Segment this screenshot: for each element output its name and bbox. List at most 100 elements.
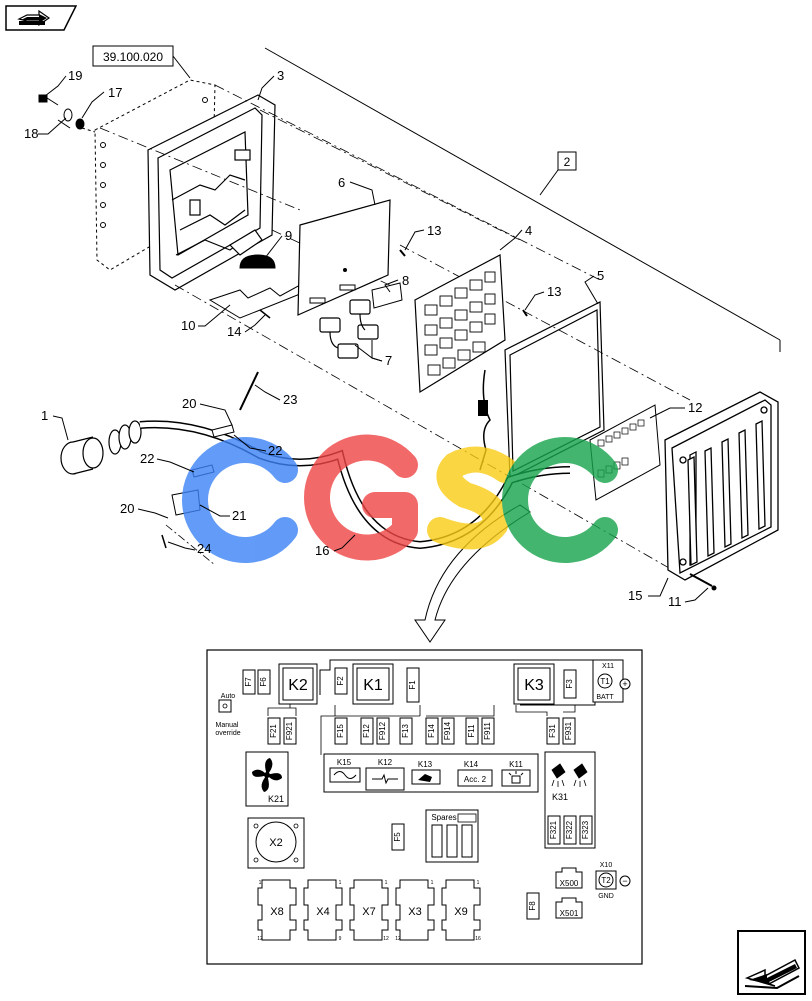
callout-13b: 13 <box>547 284 561 299</box>
svg-text:K12: K12 <box>378 758 393 767</box>
connector-x501[interactable]: X501 <box>555 897 583 919</box>
fuse-f7[interactable]: F7 <box>242 669 256 695</box>
fuse-f931[interactable]: F931 <box>562 717 576 745</box>
fuse-f2[interactable]: F2 <box>334 667 348 695</box>
assembly-box[interactable]: 2 <box>557 151 577 171</box>
fuse-f911[interactable]: F911 <box>481 717 495 745</box>
svg-text:F21: F21 <box>269 724 278 738</box>
callout-6: 6 <box>338 175 345 190</box>
connector-x8[interactable]: X8 1 12 <box>257 879 297 942</box>
rod-23 <box>239 371 259 411</box>
fuse-f5[interactable]: F5 <box>391 823 405 851</box>
relay-k2[interactable]: K2 <box>278 663 318 705</box>
svg-text:X11: X11 <box>602 663 614 670</box>
svg-text:39.100.020: 39.100.020 <box>103 50 163 64</box>
svg-text:Spares: Spares <box>431 813 456 822</box>
connector-x7[interactable]: X7 1 12 <box>349 879 389 942</box>
svg-text:F921: F921 <box>285 721 294 740</box>
fuse-f6[interactable]: F6 <box>257 669 271 695</box>
svg-text:1: 1 <box>477 880 480 886</box>
svg-text:−: − <box>622 876 627 886</box>
fuse-f12[interactable]: F12 <box>360 717 374 745</box>
relay-k3[interactable]: K3 <box>513 663 555 705</box>
svg-text:X4: X4 <box>316 906 329 918</box>
fuse-f8[interactable]: F8 <box>526 892 540 920</box>
gasket-5 <box>504 301 605 479</box>
auto-label: Auto <box>221 693 236 700</box>
svg-text:F6: F6 <box>259 677 268 687</box>
callout-11: 11 <box>668 594 682 609</box>
connector-x500[interactable]: X500 <box>555 867 583 889</box>
terminal-x10[interactable]: X10 T2 GND <box>595 862 617 900</box>
spares-holder[interactable]: Spares <box>425 809 479 863</box>
relay-k1[interactable]: K1 <box>352 663 394 705</box>
fuse-f15[interactable]: F15 <box>334 717 348 745</box>
front-cover-15 <box>664 391 779 581</box>
arrow-right-icon <box>5 5 78 31</box>
prev-page-button[interactable] <box>5 5 78 31</box>
callout-1: 1 <box>41 408 48 423</box>
svg-text:1: 1 <box>431 880 434 886</box>
callout-7: 7 <box>385 353 392 368</box>
relay-k15[interactable]: K15 <box>329 758 361 783</box>
reference-box[interactable]: 39.100.020 <box>92 45 174 67</box>
svg-text:F14: F14 <box>427 724 436 738</box>
connector-x9[interactable]: X9 1 16 <box>441 879 481 942</box>
svg-text:F914: F914 <box>443 721 452 740</box>
fuse-f921[interactable]: F921 <box>283 717 297 745</box>
connector-x2[interactable]: X2 <box>247 817 305 869</box>
svg-text:16: 16 <box>475 936 481 942</box>
callout-16: 16 <box>315 543 329 558</box>
relay-k14[interactable]: K14 Acc. 2 <box>457 760 493 787</box>
connector-x3[interactable]: X3 1 12 <box>395 879 435 942</box>
relay-k12[interactable]: K12 <box>365 758 405 791</box>
relay-k21[interactable]: K21 <box>245 751 289 807</box>
fuse-f912[interactable]: F912 <box>376 717 390 745</box>
fuse-f31[interactable]: F31 <box>546 717 560 745</box>
mounting-plate <box>94 79 216 271</box>
fuse-f914[interactable]: F914 <box>441 717 455 745</box>
fuse-f323[interactable]: F323 <box>579 815 593 845</box>
svg-text:K2: K2 <box>288 677 308 694</box>
horn-icon <box>333 771 357 779</box>
svg-text:K31: K31 <box>552 792 568 802</box>
svg-text:+: + <box>622 679 627 689</box>
relay-k13[interactable]: K13 <box>411 760 441 785</box>
next-page-button[interactable] <box>737 930 807 996</box>
manual-label: Manual <box>216 722 239 729</box>
fuse-f1[interactable]: F1 <box>406 667 420 703</box>
callout-22a: 22 <box>268 443 282 458</box>
work-light-icon <box>551 763 588 787</box>
fuse-f21[interactable]: F21 <box>267 717 281 745</box>
terminal-x11[interactable]: X11 T1 BATT <box>592 659 624 703</box>
enclosure-housing <box>147 94 276 291</box>
clip-bracket <box>208 284 306 319</box>
callout-19: 19 <box>68 68 82 83</box>
svg-text:1: 1 <box>259 880 262 886</box>
svg-text:F5: F5 <box>393 832 402 842</box>
fuse-f11[interactable]: F11 <box>465 717 479 745</box>
svg-text:2: 2 <box>564 155 571 169</box>
callout-5: 5 <box>597 268 604 283</box>
fuse-f322[interactable]: F322 <box>563 815 577 845</box>
override-switch[interactable] <box>218 699 232 713</box>
fuse-f13[interactable]: F13 <box>399 717 413 745</box>
relay-k11[interactable]: K11 <box>501 760 531 787</box>
fuse-f3[interactable]: F3 <box>563 669 577 699</box>
fuse-f14[interactable]: F14 <box>425 717 439 745</box>
callout-labels: 19 17 18 3 6 13 4 9 8 13 5 10 14 7 23 12… <box>24 68 702 609</box>
fuse-f321[interactable]: F321 <box>547 815 561 845</box>
svg-text:F13: F13 <box>401 724 410 738</box>
svg-text:X501: X501 <box>560 909 579 918</box>
circuit-board-4 <box>414 254 506 471</box>
svg-text:F931: F931 <box>564 721 573 740</box>
svg-text:F321: F321 <box>549 820 558 839</box>
callout-14: 14 <box>227 324 241 339</box>
plug-connector-1 <box>60 420 142 475</box>
svg-text:X8: X8 <box>270 906 283 918</box>
svg-text:9: 9 <box>339 936 342 942</box>
connector-x4[interactable]: X4 1 9 <box>303 879 343 942</box>
callout-15: 15 <box>628 588 642 603</box>
relay-k31[interactable]: K31 F321 F322 F323 <box>544 751 596 849</box>
